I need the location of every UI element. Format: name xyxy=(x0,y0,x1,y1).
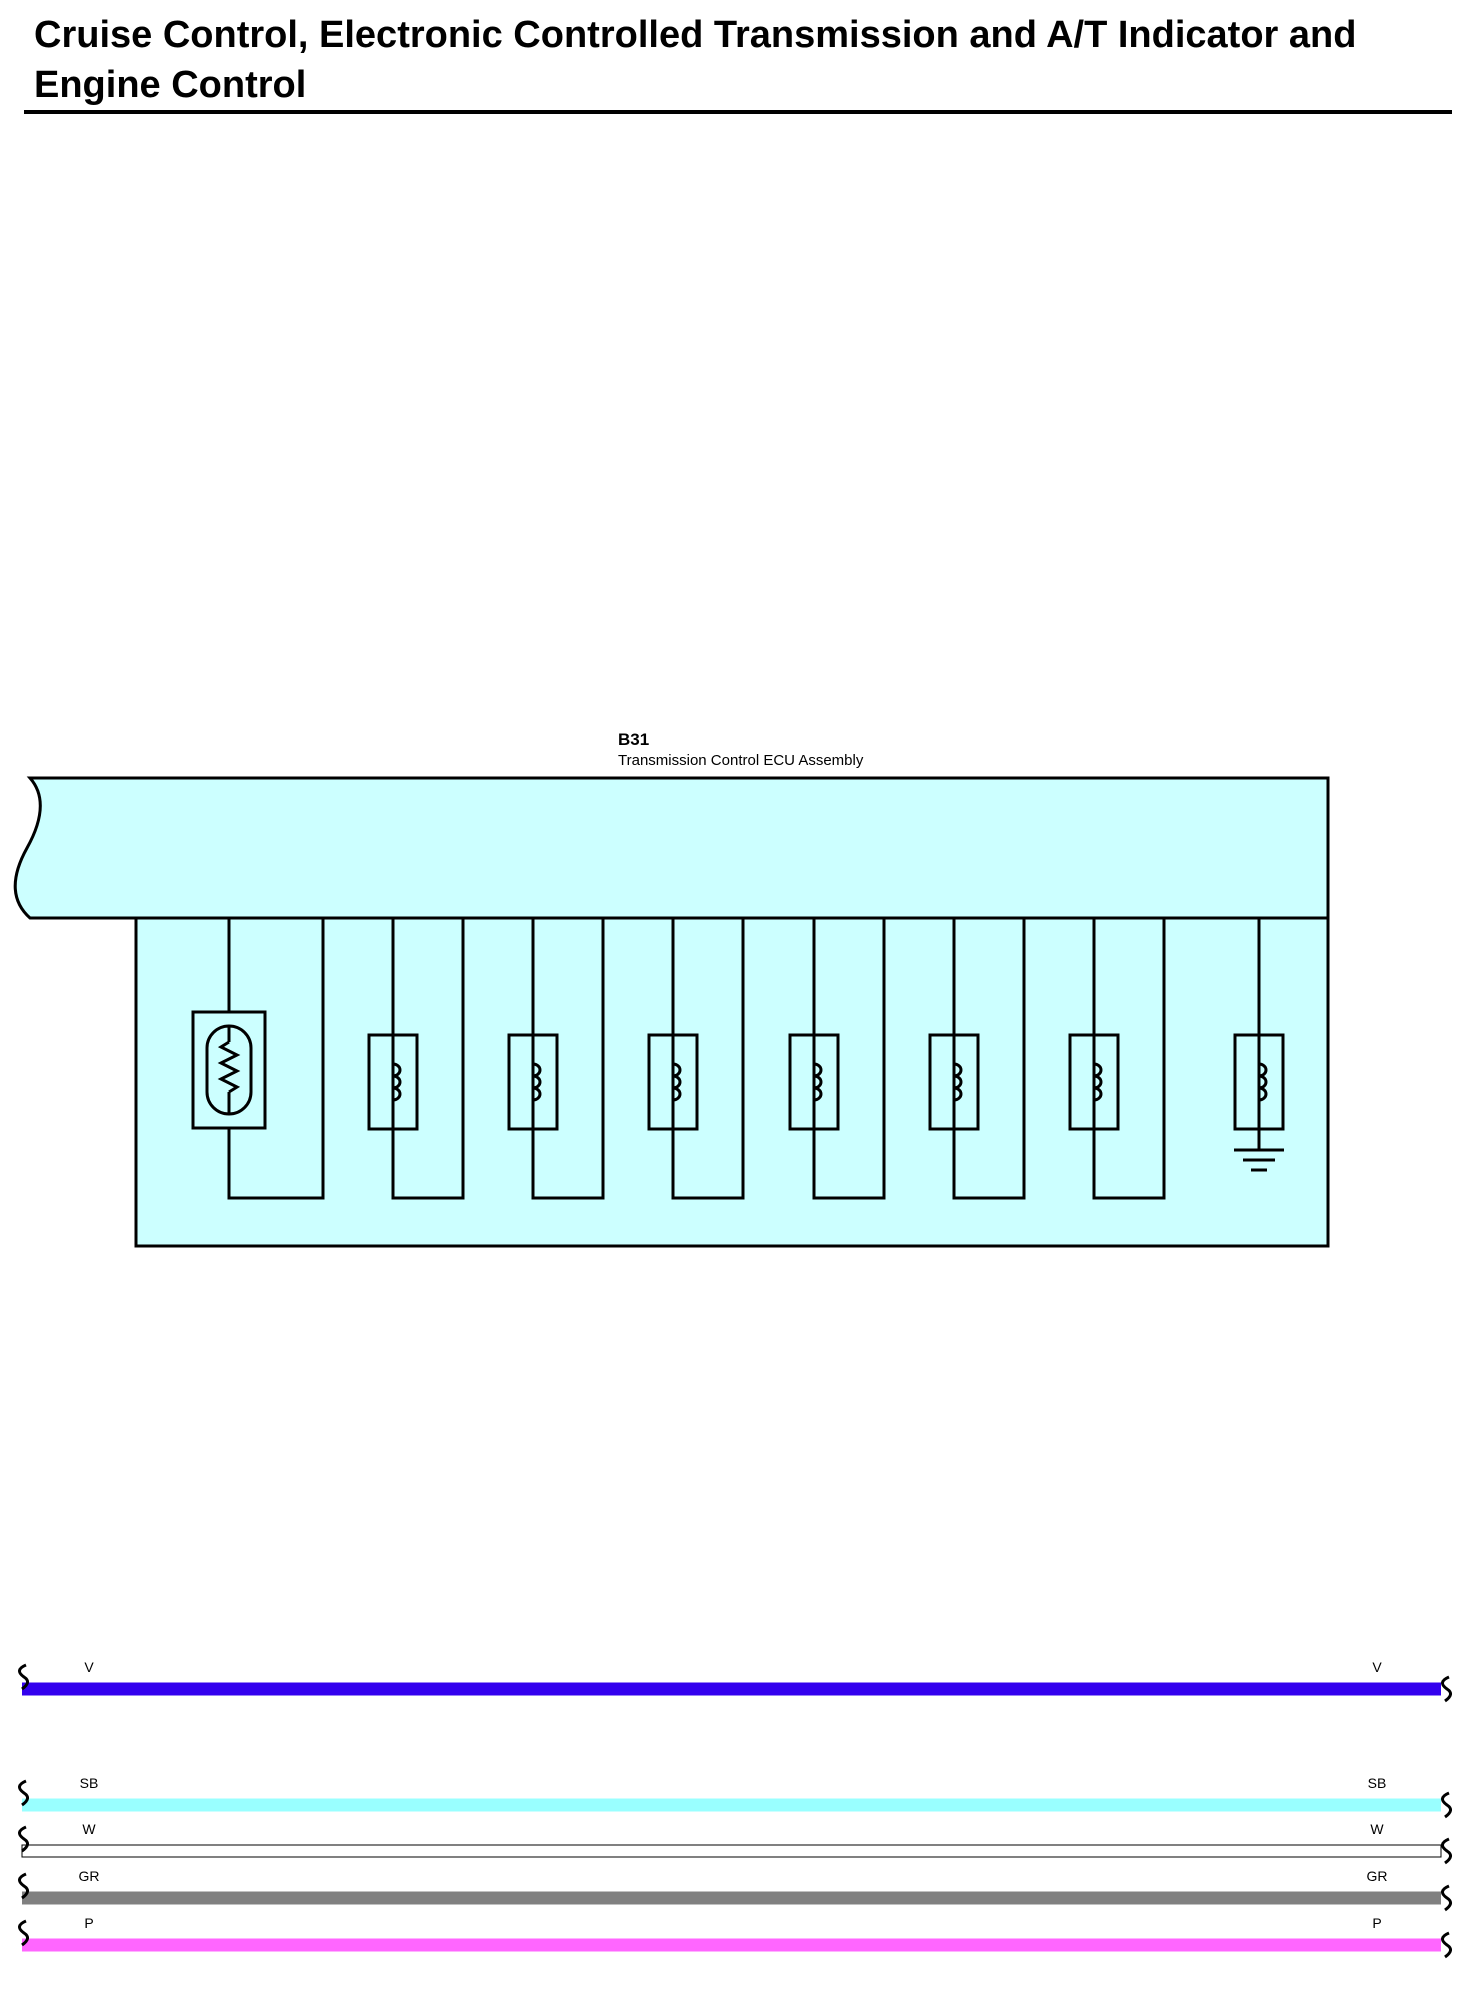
component-code: B31 xyxy=(618,730,649,749)
circuit-element-8 xyxy=(1233,918,1285,1172)
wire-break-right xyxy=(1441,1931,1452,1959)
circuit-element-5 xyxy=(788,918,886,1200)
component-name: Transmission Control ECU Assembly xyxy=(618,752,864,769)
circuit-element-7 xyxy=(1068,918,1166,1200)
wire-break-left xyxy=(18,1779,29,1807)
ecu-upper-body xyxy=(13,776,1330,920)
wire-break-right xyxy=(1441,1837,1452,1865)
wire-break-left xyxy=(18,1872,29,1900)
ecu-lower-body xyxy=(134,916,1330,1248)
wire-code-left: SB xyxy=(80,1775,99,1791)
solenoid-coil xyxy=(672,1062,682,1102)
wire-sb: SB SB xyxy=(18,1775,1452,1819)
solenoid-coil xyxy=(1093,1062,1103,1102)
solenoid-coil xyxy=(532,1062,542,1102)
wire-code-left: V xyxy=(84,1659,94,1675)
solenoid-coil xyxy=(813,1062,823,1102)
page-title: Cruise Control, Electronic Controlled Tr… xyxy=(34,14,1357,106)
circuit-element-3 xyxy=(507,918,605,1200)
wire-code-left: W xyxy=(82,1821,96,1837)
wire-code-right: P xyxy=(1372,1915,1381,1931)
wire-code-left: P xyxy=(84,1915,93,1931)
wire-code-right: GR xyxy=(1367,1868,1388,1884)
wire-break-right xyxy=(1441,1791,1452,1819)
circuit-element-6 xyxy=(928,918,1026,1200)
wire-break-right xyxy=(1441,1884,1452,1912)
wire-code-right: W xyxy=(1370,1821,1384,1837)
wire-code-right: V xyxy=(1372,1659,1382,1675)
circuit-element-2 xyxy=(367,918,465,1200)
wire-break-left xyxy=(18,1825,29,1853)
wire-code-left: GR xyxy=(79,1868,100,1884)
wire-break-right xyxy=(1441,1675,1452,1703)
wire-code-right: SB xyxy=(1368,1775,1387,1791)
solenoid-coil xyxy=(392,1062,402,1102)
ecu-internal-elements xyxy=(191,918,1285,1200)
circuit-element-4 xyxy=(647,918,745,1200)
wire-break-left xyxy=(18,1663,29,1691)
solenoid-coil xyxy=(1258,1062,1268,1102)
solenoid-coil xyxy=(953,1062,963,1102)
title-divider xyxy=(24,110,1452,114)
wire-gr: GR GR xyxy=(18,1868,1452,1912)
wire-w-line xyxy=(21,1844,1442,1858)
wire-break-left xyxy=(18,1919,29,1947)
resistor-zigzag xyxy=(217,1040,241,1094)
circuit-element-1 xyxy=(191,918,325,1200)
